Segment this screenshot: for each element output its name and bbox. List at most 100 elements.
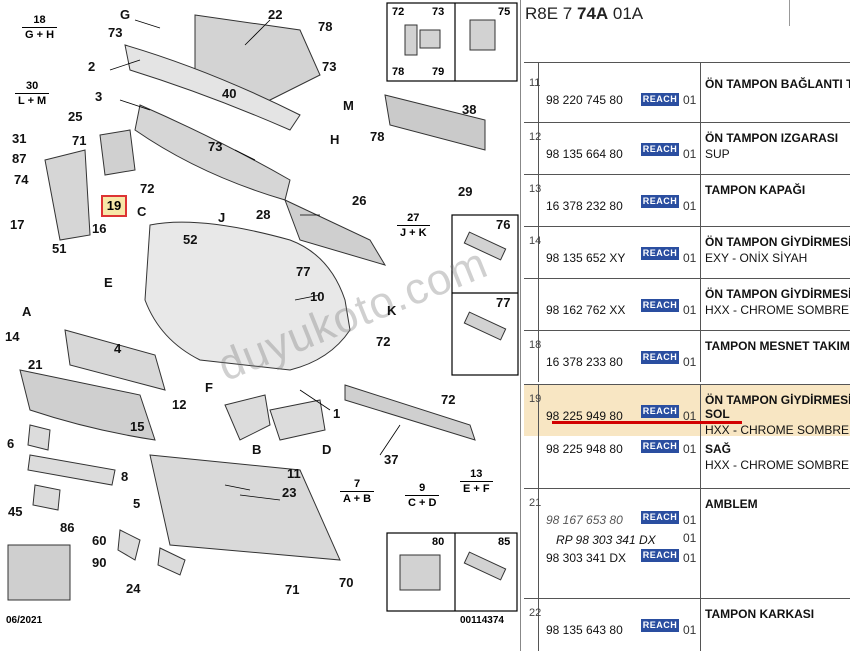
part-number[interactable]: 16 378 232 80 — [546, 199, 623, 213]
callout[interactable]: 2 — [88, 59, 96, 74]
box-callout[interactable]: 79 — [432, 66, 445, 78]
box-callout[interactable]: 75 — [498, 6, 511, 18]
callout[interactable]: 74 — [14, 172, 29, 187]
part-row[interactable]: 98 162 762 XX REACH 01 ÖN TAMPON GİYDİRM… — [524, 278, 850, 330]
callout[interactable]: 77 — [496, 295, 511, 310]
part-number[interactable]: 98 225 948 80 — [546, 442, 623, 456]
part-row[interactable]: 13 16 378 232 80 REACH 01 TAMPON KAPAĞI — [524, 174, 850, 226]
callout[interactable]: 73 — [322, 59, 337, 74]
callout[interactable]: 10 — [310, 289, 325, 304]
callout[interactable]: 73 — [108, 25, 123, 40]
callout[interactable]: J — [218, 210, 226, 225]
part-number[interactable]: 98 220 745 80 — [546, 93, 623, 107]
callout[interactable]: 37 — [384, 452, 399, 467]
callout[interactable]: 86 — [60, 520, 75, 535]
part-number[interactable]: 98 225 949 80 — [546, 409, 623, 423]
part-description: ÖN TAMPON GİYDİRMESİ — [705, 235, 850, 249]
callout[interactable]: 77 — [296, 264, 311, 279]
part-number[interactable]: RP 98 303 341 DX — [556, 533, 656, 547]
callout[interactable]: A — [22, 304, 32, 319]
box-callout[interactable]: 85 — [498, 536, 511, 548]
callout[interactable]: 31 — [12, 131, 27, 146]
part-description-side: SAĞ — [705, 442, 732, 456]
part-row[interactable]: 12 98 135 664 80 REACH 01 ÖN TAMPON IZGA… — [524, 122, 850, 174]
nut-shape-73 — [419, 29, 441, 49]
callout[interactable]: 5 — [133, 496, 141, 511]
part-number[interactable]: 98 135 652 XY — [546, 251, 626, 265]
callout[interactable]: 11 — [287, 466, 301, 481]
callout[interactable]: E — [104, 275, 113, 290]
callout[interactable]: 52 — [183, 232, 198, 247]
callout[interactable]: 24 — [126, 581, 141, 596]
callout[interactable]: 26 — [352, 193, 367, 208]
callout[interactable]: 73 — [208, 139, 223, 154]
callout[interactable]: G — [120, 7, 131, 22]
part-number[interactable]: 98 135 643 80 — [546, 623, 623, 637]
callout[interactable]: 14 — [5, 329, 20, 344]
part-description: TAMPON KARKASI — [705, 607, 815, 621]
callout[interactable]: 22 — [268, 7, 283, 22]
part-number[interactable]: 16 378 233 80 — [546, 355, 623, 369]
callout[interactable]: H — [330, 132, 340, 147]
part-row[interactable]: 11 98 220 745 80 REACH 01 ÖN TAMPON BAĞL… — [524, 62, 850, 122]
part-number[interactable]: 98 303 341 DX — [546, 551, 627, 565]
callout[interactable]: 72 — [140, 181, 155, 196]
callout[interactable]: 40 — [222, 86, 237, 101]
highlighted-callout-19[interactable]: 19 — [101, 195, 127, 217]
box-callout[interactable]: 80 — [432, 536, 445, 548]
callout[interactable]: 6 — [7, 436, 15, 451]
callout[interactable]: 12 — [172, 397, 187, 412]
callout[interactable]: 29 — [458, 184, 473, 199]
part-row[interactable]: 21 98 167 653 80 REACH 01 AMBLEM RP 98 3… — [524, 488, 850, 598]
absorber-shape — [284, 199, 387, 266]
box-callout[interactable]: 72 — [392, 6, 405, 18]
callout[interactable]: 72 — [441, 392, 456, 407]
callout[interactable]: 16 — [92, 221, 107, 236]
callout[interactable]: 71 — [72, 133, 87, 148]
callout[interactable]: F — [205, 380, 213, 395]
callout[interactable]: C — [137, 204, 147, 219]
part-row[interactable]: 98 225 948 80 REACH 01 SAĞ HXX - CHROME … — [524, 436, 850, 488]
callout[interactable]: 70 — [339, 575, 354, 590]
callout[interactable]: 87 — [12, 151, 27, 166]
callout[interactable]: 78 — [370, 129, 385, 144]
callout[interactable]: 3 — [95, 89, 103, 104]
callout[interactable]: 90 — [92, 555, 107, 570]
callout[interactable]: 21 — [28, 357, 43, 372]
box-callout[interactable]: 73 — [432, 6, 445, 18]
callout[interactable]: 23 — [282, 485, 297, 500]
callout[interactable]: 15 — [130, 419, 145, 434]
callout[interactable]: B — [252, 442, 262, 457]
callout[interactable]: 4 — [114, 341, 122, 356]
bar-shape — [344, 384, 476, 441]
callout[interactable]: 60 — [92, 533, 107, 548]
catalog-header: R8E 7 74A 01A — [525, 4, 644, 23]
callout[interactable]: K — [387, 303, 397, 318]
callout[interactable]: 25 — [68, 109, 83, 124]
callout[interactable]: D — [322, 442, 332, 457]
callout[interactable]: 72 — [376, 334, 391, 349]
callout[interactable]: 76 — [496, 217, 511, 232]
callout[interactable]: 17 — [10, 217, 25, 232]
callout[interactable]: 8 — [121, 469, 129, 484]
callout[interactable]: 38 — [462, 102, 477, 117]
part-number-index: 18 — [529, 339, 542, 351]
part-row[interactable]: 18 16 378 233 80 REACH 01 TAMPON MESNET … — [524, 330, 850, 382]
callout[interactable]: 28 — [256, 207, 271, 222]
part-number[interactable]: 98 135 664 80 — [546, 147, 623, 161]
callout[interactable]: 51 — [52, 241, 67, 256]
part-row-selected[interactable]: 19 98 225 949 80 REACH 01 ÖN TAMPON GİYD… — [524, 384, 850, 437]
part-number[interactable]: 98 167 653 80 — [546, 513, 623, 527]
part-number[interactable]: 98 162 762 XX — [546, 303, 626, 317]
diagram-ref: 00114374 — [460, 615, 504, 626]
box-callout[interactable]: 78 — [392, 66, 405, 78]
callout[interactable]: M — [343, 98, 354, 113]
part-row[interactable]: 14 98 135 652 XY REACH 01 ÖN TAMPON GİYD… — [524, 226, 850, 278]
callout[interactable]: 45 — [8, 504, 23, 519]
callout[interactable]: 1 — [333, 406, 341, 421]
callout[interactable]: 71 — [285, 582, 300, 597]
part-qty: 01 — [683, 147, 697, 161]
callout[interactable]: 78 — [318, 19, 333, 34]
part-row[interactable]: 22 98 135 643 80 REACH 01 TAMPON KARKASI — [524, 598, 850, 651]
